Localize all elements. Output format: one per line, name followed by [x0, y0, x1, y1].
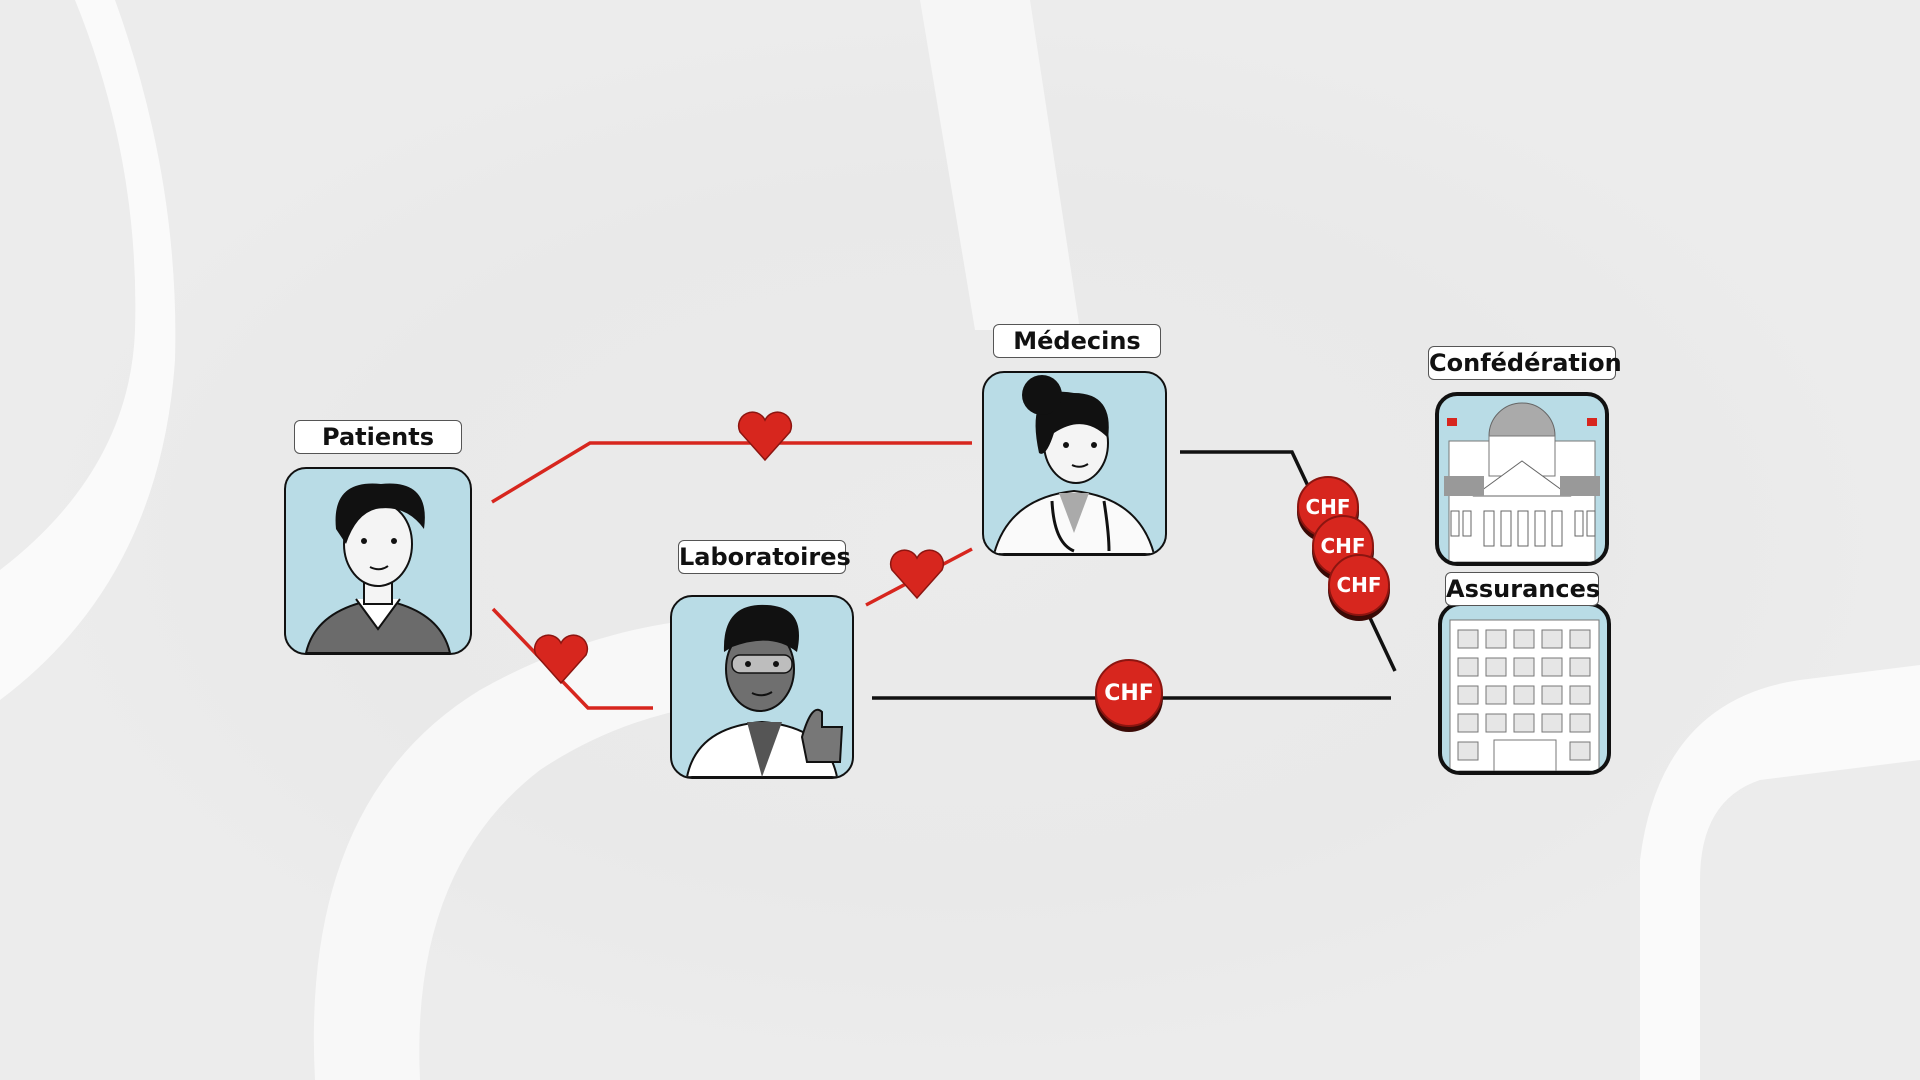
care-link-patients-medecins [491, 441, 972, 504]
medecins-label: Médecins [993, 324, 1161, 358]
heart-icon [533, 634, 589, 685]
patients-label: Patients [294, 420, 462, 454]
confederation-label: Confédération [1428, 346, 1622, 380]
assurances-label: Assurances [1445, 572, 1600, 606]
lab-worker-illustration [685, 604, 844, 777]
chf-coin: CHF [1095, 659, 1163, 727]
care-link-patients-laboratoires [491, 607, 653, 710]
heart-icon [737, 411, 793, 462]
federal-palace-icon [1444, 402, 1600, 562]
heart-icon [889, 549, 945, 600]
assurances-card[interactable] [1438, 602, 1611, 775]
patient-illustration [304, 483, 452, 653]
chf-coin: CHF [1328, 554, 1390, 616]
laboratoires-label: Laboratoires [678, 540, 851, 574]
doctor-illustration [992, 375, 1156, 554]
patients-card[interactable] [284, 467, 472, 655]
medecins-card[interactable] [982, 371, 1167, 556]
laboratoires-card[interactable] [670, 595, 854, 779]
insurance-building-icon [1449, 619, 1600, 771]
confederation-card[interactable] [1435, 392, 1609, 566]
